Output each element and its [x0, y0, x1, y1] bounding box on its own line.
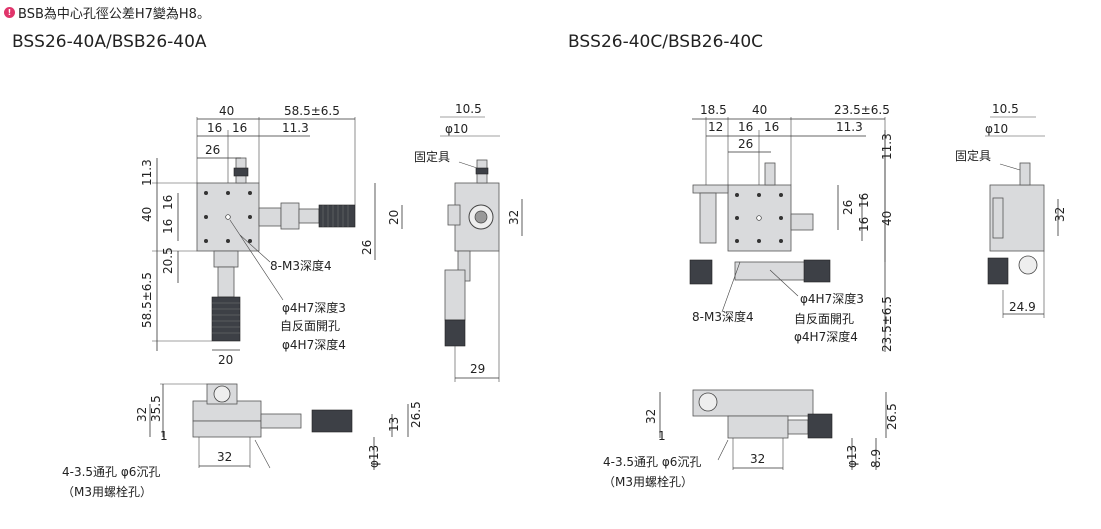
- model-c-front-view: 32 1 26.5 φ13 8.9 32 4-3.5通孔 φ6沉孔 （M3用螺栓…: [603, 389, 899, 489]
- c-callout-back: 自反面開孔: [794, 312, 854, 326]
- c-dim-26: 26: [738, 137, 753, 151]
- dim-58: 58.5±6.5: [284, 104, 340, 118]
- c-front-phi13: φ13: [845, 445, 859, 468]
- side-top: 10.5: [455, 102, 482, 116]
- c-dim-23v: 23.5±6.5: [880, 296, 894, 352]
- front-phi13: φ13: [367, 445, 381, 468]
- c-side-top: 10.5: [992, 102, 1019, 116]
- c-side-32: 32: [1053, 207, 1067, 222]
- c-front-32b: 32: [750, 452, 765, 466]
- callout-back: 自反面開孔: [280, 319, 340, 333]
- front-13: 13: [387, 417, 401, 432]
- dim-11: 11.3: [282, 121, 309, 135]
- c-dim-40v: 40: [880, 211, 894, 226]
- model-a-side-view: 10.5 φ10 固定具 32 29: [414, 102, 523, 382]
- dim-26: 26: [205, 143, 220, 157]
- model-c-title: BSS26-40C/BSB26-40C: [568, 32, 764, 52]
- callout-back2: φ4H7深度4: [282, 337, 346, 352]
- c-callout-pin: φ4H7深度3: [800, 291, 864, 306]
- side-29: 29: [470, 362, 485, 376]
- dim-20b: 20: [218, 353, 233, 367]
- c-dim-16b: 16: [764, 120, 779, 134]
- dim-16v2: 16: [161, 219, 175, 234]
- c-side-249: 24.9: [1009, 300, 1036, 314]
- c-side-phi: φ10: [985, 122, 1008, 136]
- dim-16v1: 16: [161, 195, 175, 210]
- c-dim-11: 11.3: [836, 120, 863, 134]
- model-a-front-view: 35.5 32 1 26.5 13 φ13 32 4-3.5通孔 φ6沉孔 （M…: [62, 383, 423, 499]
- c-dim-40: 40: [752, 103, 767, 117]
- dim-11v: 11.3: [140, 159, 154, 186]
- front-26: 26.5: [409, 401, 423, 428]
- c-dim-26v: 26: [841, 200, 855, 215]
- note-text: BSB為中心孔徑公差H7變為H8。: [18, 7, 210, 22]
- c-side-fix: 固定具: [955, 148, 991, 163]
- c-dim-23: 23.5±6.5: [834, 103, 890, 117]
- c-dim-16a: 16: [738, 120, 753, 134]
- c-dim-16v: 16: [857, 193, 871, 208]
- front-32b: 32: [217, 450, 232, 464]
- front-32: 32: [135, 407, 149, 422]
- hole-note: 4-3.5通孔 φ6沉孔: [62, 465, 160, 479]
- c-dim-12: 12: [708, 120, 723, 134]
- dim-16a: 16: [207, 121, 222, 135]
- dim-40v: 40: [140, 207, 154, 222]
- model-a-top-view: 40 58.5±6.5 16 16 11.3 26 11.3 40 16 16 …: [140, 104, 403, 367]
- callout-pin: φ4H7深度3: [282, 300, 346, 315]
- c-dim-16v2: 16: [857, 217, 871, 232]
- dim-16b: 16: [232, 121, 247, 135]
- dim-20v: 20.5: [161, 247, 175, 274]
- c-front-26: 26.5: [885, 403, 899, 430]
- front-35: 35.5: [149, 395, 163, 422]
- model-c-top-view: 18.5 40 23.5±6.5 12 16 16 11.3 26 11.3 2…: [689, 103, 894, 352]
- c-front-1: 1: [658, 429, 666, 443]
- model-a-title: BSS26-40A/BSB26-40A: [12, 32, 207, 52]
- side-phi: φ10: [445, 122, 468, 136]
- note: ! BSB為中心孔徑公差H7變為H8。: [4, 3, 210, 22]
- callout-tap: 8-M3深度4: [270, 258, 332, 273]
- hole-note2: （M3用螺栓孔）: [62, 484, 152, 499]
- circle-exclamation-icon: !: [4, 7, 15, 18]
- c-callout-tap: 8-M3深度4: [692, 309, 754, 324]
- model-c-side-view: 10.5 φ10 固定具 32 24.9: [955, 102, 1067, 318]
- c-dim-18: 18.5: [700, 103, 727, 117]
- side-fix: 固定具: [414, 149, 450, 164]
- side-32: 32: [507, 210, 521, 225]
- c-callout-back2: φ4H7深度4: [794, 329, 858, 344]
- dim-20r: 20: [387, 210, 401, 225]
- c-dim-11v: 11.3: [880, 133, 894, 160]
- dim-26r: 26: [360, 240, 374, 255]
- dim-40: 40: [219, 104, 234, 118]
- c-hole-note: 4-3.5通孔 φ6沉孔: [603, 455, 701, 469]
- c-hole-note2: （M3用螺栓孔）: [603, 474, 693, 489]
- c-front-32: 32: [644, 409, 658, 424]
- dim-58v: 58.5±6.5: [140, 272, 154, 328]
- c-front-89: 8.9: [869, 449, 883, 468]
- front-1: 1: [160, 429, 168, 443]
